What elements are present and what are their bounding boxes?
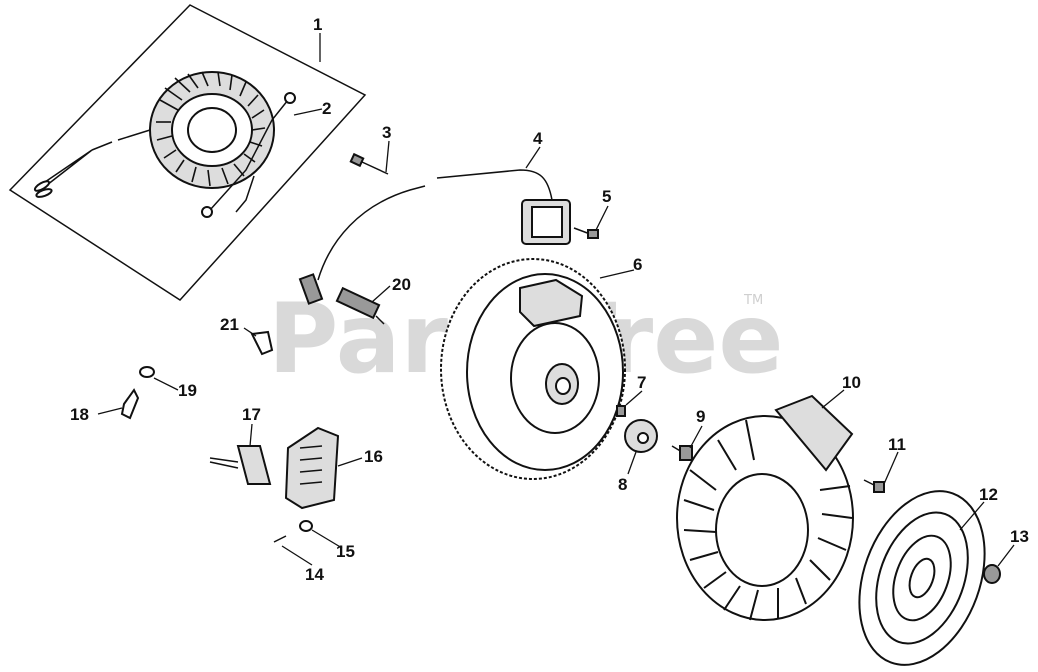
key-part-7[interactable] — [616, 405, 626, 417]
callout-8[interactable]: 8 — [618, 475, 627, 494]
callout-19[interactable]: 19 — [178, 381, 197, 400]
callout-7[interactable]: 7 — [637, 373, 646, 392]
screw-part-14[interactable] — [273, 535, 287, 543]
callout-12[interactable]: 12 — [979, 485, 998, 504]
nut-part-19[interactable] — [139, 366, 155, 378]
callout-9[interactable]: 9 — [696, 407, 705, 426]
regulator-part[interactable] — [284, 426, 340, 510]
washer-part-15[interactable] — [299, 520, 313, 532]
ground-lead-part[interactable] — [201, 92, 296, 218]
nut-part-13[interactable] — [983, 564, 1001, 584]
callout-3[interactable]: 3 — [382, 123, 391, 142]
callout-13[interactable]: 13 — [1010, 527, 1029, 546]
washer-part-8[interactable] — [624, 419, 658, 453]
screen-part[interactable] — [837, 474, 1008, 672]
callout-6[interactable]: 6 — [633, 255, 642, 274]
callout-16[interactable]: 16 — [364, 447, 383, 466]
stator-leads — [33, 129, 151, 198]
callout-17[interactable]: 17 — [242, 405, 261, 424]
screw-part-5[interactable] — [573, 227, 599, 239]
watermark-trademark: TM — [743, 293, 763, 308]
leader-lines — [97, 33, 1015, 567]
stator-part[interactable] — [149, 71, 275, 189]
connector-part-17[interactable] — [209, 445, 272, 485]
callout-4[interactable]: 4 — [533, 129, 543, 148]
bracket-part-21[interactable] — [250, 330, 274, 356]
clip-part-18[interactable] — [120, 388, 140, 420]
callout-2[interactable]: 2 — [322, 99, 331, 118]
fan-part[interactable] — [676, 394, 854, 621]
callout-5[interactable]: 5 — [602, 187, 611, 206]
screw-part-3[interactable] — [349, 152, 389, 175]
callout-21[interactable]: 21 — [220, 315, 239, 334]
bolt-part-9[interactable] — [671, 445, 693, 461]
callout-20[interactable]: 20 — [392, 275, 411, 294]
callout-1[interactable]: 1 — [313, 15, 322, 34]
flywheel-part[interactable] — [440, 258, 626, 480]
callout-18[interactable]: 18 — [70, 405, 89, 424]
ignition-module-part[interactable] — [298, 169, 571, 305]
callout-14[interactable]: 14 — [305, 565, 324, 584]
callout-15[interactable]: 15 — [336, 542, 355, 561]
screw-part-11[interactable] — [863, 479, 885, 493]
spark-plug-part[interactable] — [335, 286, 385, 325]
callout-labels: 1 2 3 4 5 6 7 8 9 10 11 12 13 14 15 16 1… — [70, 15, 1029, 584]
stator-group — [8, 4, 367, 301]
callout-10[interactable]: 10 — [842, 373, 861, 392]
callout-11[interactable]: 11 — [888, 435, 906, 454]
